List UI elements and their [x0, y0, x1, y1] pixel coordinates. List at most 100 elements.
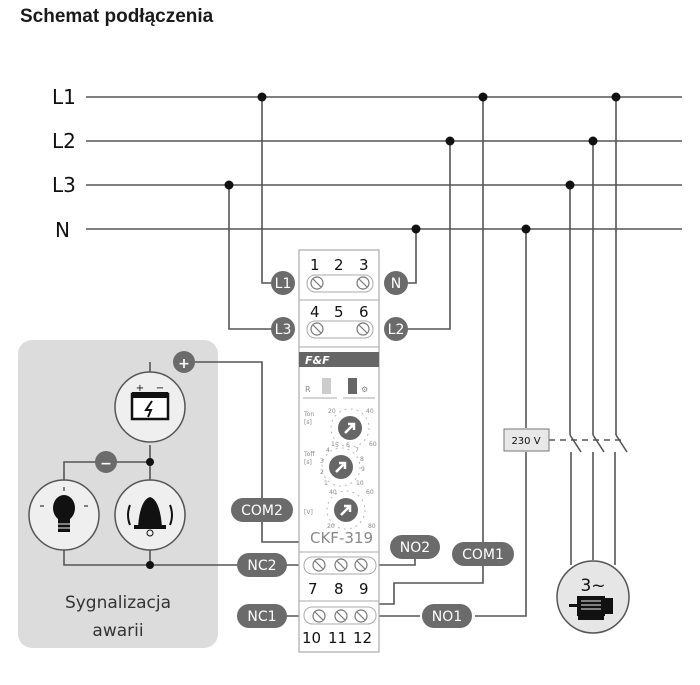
svg-text:COM2: COM2 — [241, 503, 283, 519]
junction-dot — [224, 180, 234, 190]
svg-text:NO1: NO1 — [432, 609, 462, 625]
svg-text:3: 3 — [320, 458, 324, 465]
label-no2: NO2 — [390, 535, 440, 559]
svg-text:9: 9 — [361, 466, 365, 473]
motor-icon — [577, 596, 605, 616]
svg-text:20: 20 — [327, 523, 335, 530]
wire-l3-to-t4 — [228, 185, 272, 330]
svg-text:40: 40 — [329, 489, 337, 496]
knob-toff-unit: [s] — [304, 459, 312, 466]
svg-text:NC1: NC1 — [247, 609, 276, 625]
junction-dot — [565, 180, 575, 190]
knob-ton-unit: [s] — [304, 419, 312, 426]
terminal-4: 4 — [310, 303, 320, 321]
knob-voltage-label: [V] — [304, 509, 313, 516]
knob-toff[interactable]: Toff [s] 1 2 3 4 5 6 7 8 9 10 — [303, 442, 365, 487]
led-r-label: R — [305, 385, 311, 394]
junction-dot — [257, 92, 267, 102]
bus-label-l3: L3 — [52, 173, 76, 197]
label-l3: L3 — [271, 317, 295, 341]
svg-text:60: 60 — [366, 489, 374, 496]
wire-n-to-t3 — [406, 229, 417, 284]
junction-dot — [588, 136, 598, 146]
bus-label-l2: L2 — [52, 129, 76, 153]
svg-text:60: 60 — [369, 441, 377, 448]
motor: 3~ — [556, 560, 630, 634]
svg-text:20: 20 — [328, 408, 336, 415]
svg-text:NC2: NC2 — [247, 558, 276, 574]
wire-coil-no1 — [475, 452, 527, 617]
led-relay — [348, 378, 357, 394]
label-com1: COM1 — [452, 542, 514, 566]
terminal-1: 1 — [310, 256, 320, 274]
led-r — [322, 378, 331, 394]
svg-text:COM1: COM1 — [462, 547, 504, 563]
led-relay-label: ⚙ — [361, 385, 368, 394]
plus-terminal: + — [173, 351, 195, 373]
signal-box-label-line2: awarii — [92, 621, 143, 641]
terminal-9: 9 — [359, 580, 369, 598]
svg-text:1: 1 — [331, 441, 335, 448]
terminal-8: 8 — [334, 580, 344, 598]
label-n: N — [384, 271, 408, 295]
svg-text:NO2: NO2 — [400, 540, 430, 556]
svg-text:L2: L2 — [388, 322, 405, 338]
terminal-10: 10 — [302, 629, 321, 647]
label-l1: L1 — [271, 271, 295, 295]
bus-label-l1: L1 — [52, 85, 76, 109]
knob-toff-label: Toff — [303, 451, 315, 458]
label-no1: NO1 — [422, 604, 472, 628]
junction-dot — [146, 458, 154, 466]
svg-text:5: 5 — [335, 442, 339, 449]
svg-text:4: 4 — [326, 447, 330, 454]
terminal-3: 3 — [359, 256, 369, 274]
svg-text:8: 8 — [360, 456, 364, 463]
svg-text:L1: L1 — [275, 276, 292, 292]
wire-l1-to-t1 — [261, 97, 272, 284]
brand-logo: F&F — [305, 354, 330, 367]
knob-ton-label: Ton — [303, 411, 314, 418]
svg-text:+: + — [178, 356, 190, 372]
diagram-title: Schemat podłączenia — [20, 6, 214, 27]
svg-text:40: 40 — [366, 408, 374, 415]
device-model: CKF-319 — [310, 529, 373, 547]
svg-text:N: N — [391, 276, 401, 292]
label-l2: L2 — [384, 317, 408, 341]
label-com2: COM2 — [231, 498, 293, 522]
junction-dot — [445, 136, 455, 146]
svg-text:6: 6 — [346, 442, 350, 449]
knob-voltage[interactable]: [V] 20 40 60 80 — [304, 489, 376, 530]
coil-voltage: 230 V — [511, 436, 540, 447]
knob-ton[interactable]: Ton [s] 20 40 1 60 — [303, 408, 377, 448]
svg-text:1: 1 — [324, 480, 328, 487]
bulb-icon — [28, 479, 100, 551]
junction-dot — [411, 224, 421, 234]
svg-text:80: 80 — [368, 523, 376, 530]
label-nc2: NC2 — [237, 553, 287, 577]
terminal-6: 6 — [359, 303, 369, 321]
junction-dot — [611, 92, 621, 102]
terminal-7: 7 — [308, 580, 318, 598]
svg-text:L3: L3 — [275, 322, 292, 338]
svg-text:+: + — [136, 383, 144, 394]
svg-text:−: − — [100, 456, 112, 472]
motor-label: 3~ — [580, 576, 605, 596]
svg-text:10: 10 — [356, 480, 364, 487]
label-nc1: NC1 — [237, 604, 287, 628]
svg-text:2: 2 — [320, 469, 324, 476]
junction-dot — [521, 224, 531, 234]
terminal-2: 2 — [334, 256, 344, 274]
terminal-12: 12 — [353, 629, 372, 647]
wire-l2-to-t6 — [406, 141, 451, 330]
svg-text:7: 7 — [355, 447, 359, 454]
bus-label-n: N — [55, 218, 70, 242]
junction-dot — [478, 92, 488, 102]
contactor-coil: 230 V — [503, 428, 550, 452]
signal-box-label-line1: Sygnalizacja — [65, 593, 171, 613]
junction-dot — [146, 561, 154, 569]
battery-icon: + − — [114, 371, 186, 443]
terminal-11: 11 — [328, 629, 347, 647]
terminal-5: 5 — [334, 303, 344, 321]
minus-terminal: − — [95, 451, 117, 473]
